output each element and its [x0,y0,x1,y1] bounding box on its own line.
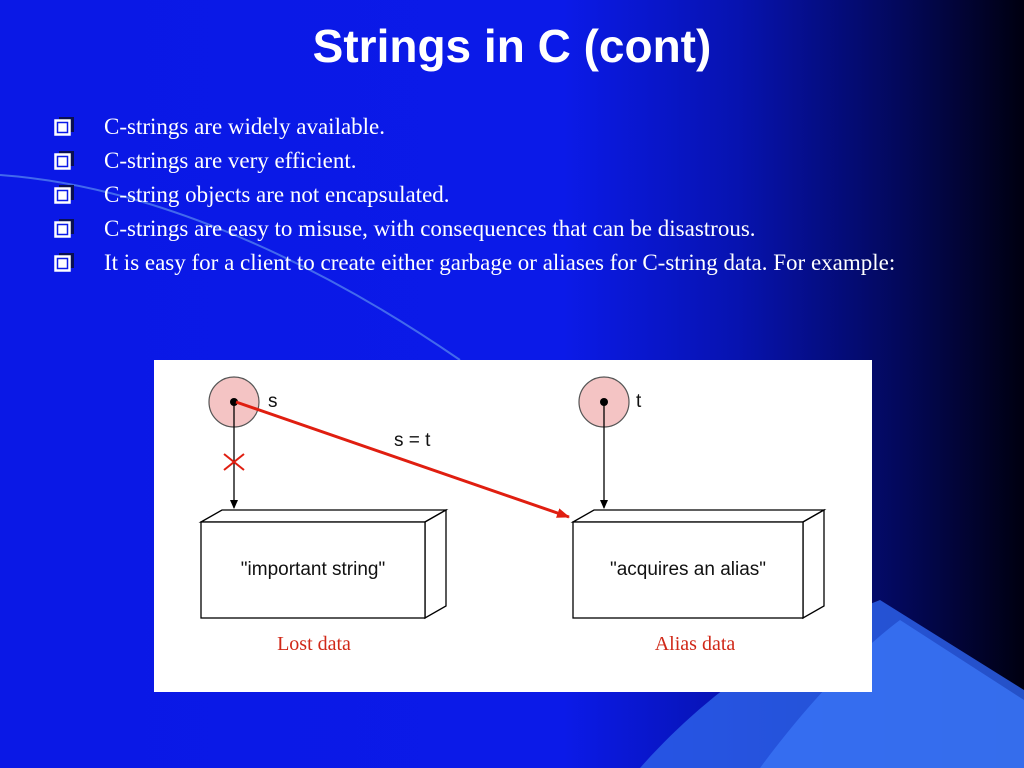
bullet-text: C-strings are widely available. [104,114,386,139]
bullet-list: C-strings are widely available. C-string… [52,110,932,280]
assignment-arrow [235,400,570,519]
bullet-text: C-string objects are not encapsulated. [104,182,450,207]
bullet-text: C-strings are easy to misuse, with conse… [104,216,756,241]
box-right-text: "acquires an alias" [610,559,766,580]
broken-link-x-icon [223,453,245,471]
checkbox-square-icon [54,185,74,204]
caption-lost-data: Lost data [277,633,351,655]
bullet-item: C-strings are easy to misuse, with conse… [52,212,932,246]
caption-alias-data: Alias data [655,633,736,655]
slide-title: Strings in C (cont) [312,20,712,72]
alias-diagram: s t s = t "important string" [154,360,872,692]
checkbox-square-icon [54,117,74,136]
bullet-text: C-strings are very efficient. [104,148,357,173]
bullet-item: C-string objects are not encapsulated. [52,178,932,212]
box-important-string [198,508,449,620]
assignment-label: s = t [394,430,431,451]
checkbox-square-icon [54,219,74,238]
checkbox-square-icon [54,253,74,272]
checkbox-square-icon [54,151,74,170]
pointer-t-label: t [636,391,642,412]
bullet-item: C-strings are very efficient. [52,144,932,178]
alias-diagram-svg: s t s = t "important string" [198,376,827,655]
box-acquires-alias [570,508,827,620]
bullet-item: It is easy for a client to create either… [52,246,932,280]
bullet-item: C-strings are widely available. [52,110,932,144]
pointer-s-label: s [268,391,278,412]
bullet-text: It is easy for a client to create either… [104,250,896,275]
box-left-text: "important string" [241,559,385,580]
